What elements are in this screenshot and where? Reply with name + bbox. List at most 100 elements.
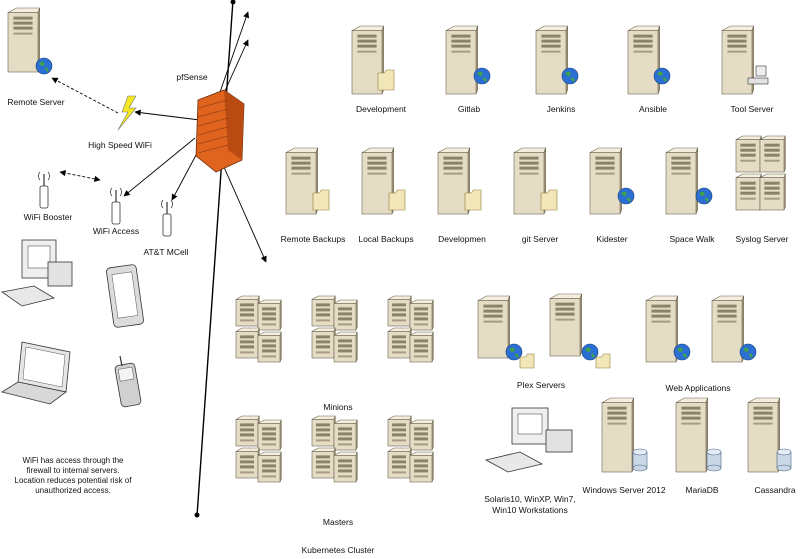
minion-cluster-2	[311, 295, 358, 363]
label-git-server: git Server	[521, 234, 559, 244]
plex-server-1	[477, 295, 511, 359]
label-ansible: Ansible	[639, 104, 667, 114]
syslog-server-a	[735, 135, 762, 173]
minion-cluster-2-a	[311, 295, 336, 327]
att-mcell-antenna-icon	[161, 199, 173, 237]
label-development: Development	[355, 104, 407, 114]
local-backups-folder-icon	[388, 189, 406, 211]
connection-lines	[51, 0, 267, 518]
tool-server	[721, 25, 755, 95]
label-workstations-line2: Win10 Workstations	[492, 505, 568, 515]
label-att-mcell: AT&T MCell	[143, 247, 189, 257]
windows-server-2012	[601, 397, 635, 473]
minion-cluster-1-d	[257, 331, 282, 363]
cassandra-database-icon	[776, 448, 792, 472]
master-cluster-2	[311, 415, 358, 483]
developmen-folder-icon	[464, 189, 482, 211]
gitlab-server	[445, 25, 479, 95]
master-cluster-3-d	[409, 451, 434, 483]
label-remote-server: Remote Server	[7, 97, 65, 107]
label-tool-server: Tool Server	[730, 104, 774, 114]
label-high-speed-wifi: High Speed WiFi	[88, 140, 152, 150]
web-app-server-2	[711, 295, 745, 363]
minion-cluster-3-a	[387, 295, 412, 327]
plex-server-1-folder-icon	[519, 353, 535, 369]
ansible-globe-icon	[653, 67, 671, 85]
tablet-icon	[106, 264, 144, 328]
ansible-server	[627, 25, 661, 95]
laptop-icon	[0, 341, 71, 405]
remote-server-globe-icon	[35, 57, 53, 75]
label-web-applications: Web Applications	[665, 383, 731, 393]
mariadb-database-icon	[706, 448, 722, 472]
minion-cluster-3-d	[409, 331, 434, 363]
master-cluster-3-c	[387, 447, 412, 479]
label-mariadb: MariaDB	[685, 485, 719, 495]
minion-cluster-2-d	[333, 331, 358, 363]
label-minions: Minions	[323, 402, 353, 412]
jenkins-server	[535, 25, 569, 95]
jenkins-globe-icon	[561, 67, 579, 85]
label-pfsense: pfSense	[176, 72, 208, 82]
syslog-server-b	[759, 135, 786, 173]
label-cassandra: Cassandra	[754, 485, 796, 495]
web-app-server-1-globe-icon	[673, 343, 691, 361]
minion-cluster-2-b	[333, 299, 358, 331]
windows-server-database-icon	[632, 448, 648, 472]
plex-server-1-globe-icon	[505, 343, 523, 361]
wifi-access-antenna-icon	[110, 187, 122, 225]
master-cluster-1-d	[257, 451, 282, 483]
master-cluster-1-c	[235, 447, 260, 479]
label-gitlab: Gitlab	[457, 104, 481, 114]
space-walk-server	[665, 147, 699, 215]
label-wifi-access: WiFi Access	[92, 226, 140, 236]
syslog-server-d	[759, 173, 786, 211]
development-server	[351, 25, 385, 95]
plex-server-2-folder-icon	[595, 353, 611, 369]
syslog-server-c	[735, 173, 762, 211]
master-cluster-1-a	[235, 415, 260, 447]
development-folder-icon	[377, 69, 395, 91]
master-cluster-3	[387, 415, 434, 483]
web-app-server-1	[645, 295, 679, 363]
label-developmen: Developmen	[438, 234, 486, 244]
web-app-server-2-globe-icon	[739, 343, 757, 361]
space-walk-globe-icon	[695, 187, 713, 205]
gitlab-globe-icon	[473, 67, 491, 85]
minion-cluster-3-b	[409, 299, 434, 331]
label-wifi-booster: WiFi Booster	[23, 212, 73, 222]
label-syslog-server: Syslog Server	[735, 234, 789, 244]
master-cluster-2-b	[333, 419, 358, 451]
label-kidestar: Kidester	[596, 234, 628, 244]
mobile-phone-icon	[114, 355, 142, 408]
master-cluster-2-d	[333, 451, 358, 483]
label-space-walk: Space Walk	[669, 234, 715, 244]
kidester-server	[589, 147, 623, 215]
label-workstations-line1: Solaris10, WinXP, Win7,	[484, 494, 576, 504]
master-cluster-2-a	[311, 415, 336, 447]
plex-server-2-globe-icon	[581, 343, 599, 361]
git-server	[513, 147, 547, 215]
minion-cluster-2-c	[311, 327, 336, 359]
workstation-computer-icon	[484, 407, 573, 473]
master-cluster-3-a	[387, 415, 412, 447]
wifi-lightning-icon	[117, 95, 137, 131]
remote-server	[7, 7, 41, 73]
tool-server-pc-icon	[747, 65, 769, 85]
label-local-backups: Local Backups	[358, 234, 414, 244]
label-plex-servers: Plex Servers	[516, 380, 566, 390]
wifi-booster-antenna-icon	[38, 171, 50, 209]
label-kubernetes-cluster: Kubernetes Cluster	[301, 545, 375, 555]
master-cluster-2-c	[311, 447, 336, 479]
master-cluster-3-b	[409, 419, 434, 451]
label-windows-server: Windows Server 2012	[582, 485, 666, 495]
remote-backups-folder-icon	[312, 189, 330, 211]
minion-cluster-1	[235, 295, 282, 363]
master-cluster-1-b	[257, 419, 282, 451]
desktop-computer-icon	[0, 239, 73, 307]
label-remote-backups: Remote Backups	[280, 234, 346, 244]
plex-server-2	[549, 293, 583, 357]
label-masters: Masters	[322, 517, 354, 527]
